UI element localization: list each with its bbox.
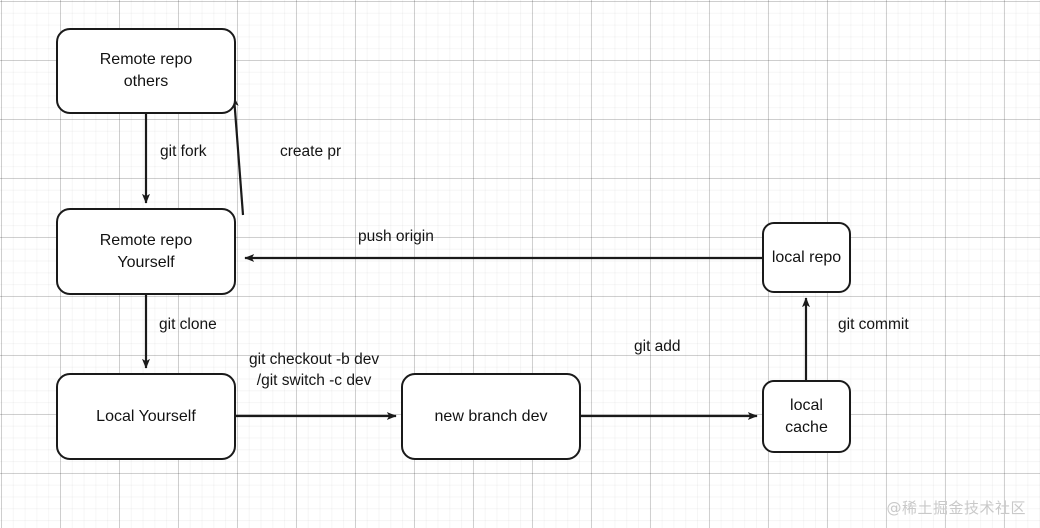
node-new-branch-dev[interactable]: new branch dev bbox=[401, 373, 581, 460]
node-remote-repo-others[interactable]: Remote repo others bbox=[56, 28, 236, 114]
node-local-yourself[interactable]: Local Yourself bbox=[56, 373, 236, 460]
node-local-repo[interactable]: local repo bbox=[762, 222, 851, 293]
watermark: @稀土掘金技术社区 bbox=[886, 499, 1026, 517]
edge-label-git-add: git add bbox=[634, 338, 681, 355]
node-local-cache[interactable]: local cache bbox=[762, 380, 851, 453]
edge-create-pr bbox=[230, 96, 245, 216]
edge-label-git-clone: git clone bbox=[159, 316, 217, 333]
edge-label-git-commit: git commit bbox=[838, 316, 909, 333]
edge-label-git-fork: git fork bbox=[160, 143, 207, 160]
edge-label-create-pr: create pr bbox=[280, 143, 342, 160]
edge-label-git-checkout: git checkout -b dev /git switch -c dev bbox=[249, 351, 380, 389]
node-remote-repo-yourself[interactable]: Remote repo Yourself bbox=[56, 208, 236, 295]
edge-label-push-origin: push origin bbox=[358, 228, 434, 245]
